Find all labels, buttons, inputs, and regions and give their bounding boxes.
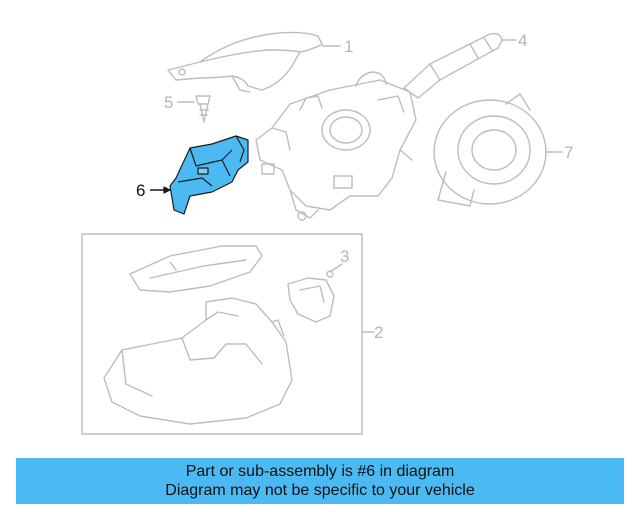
highlighted-part-6 bbox=[150, 135, 249, 215]
callout-7: 7 bbox=[564, 143, 573, 162]
callout-4: 4 bbox=[518, 31, 527, 50]
clock-spring-part-7 bbox=[433, 93, 563, 207]
screw-part-5 bbox=[177, 95, 211, 123]
banner-line-disclaimer: Diagram may not be specific to your vehi… bbox=[165, 482, 475, 499]
upper-shroud-part-1 bbox=[167, 31, 341, 93]
info-banner: Part or sub-assembly is #6 in diagram Di… bbox=[16, 458, 624, 504]
combination-switch-assembly bbox=[255, 71, 417, 221]
stalk-part-4 bbox=[403, 32, 517, 99]
callout-5: 5 bbox=[164, 93, 173, 112]
callout-3: 3 bbox=[340, 247, 349, 266]
callout-1: 1 bbox=[344, 37, 353, 56]
callout-2: 2 bbox=[374, 323, 383, 342]
parts-diagram: 1 2 3 4 5 6 7 bbox=[81, 31, 573, 435]
sensor-part-3 bbox=[287, 263, 343, 323]
callout-6: 6 bbox=[136, 181, 145, 200]
lower-shroud-group-part-2 bbox=[81, 233, 375, 435]
banner-line-part-number: Part or sub-assembly is #6 in diagram bbox=[185, 463, 455, 480]
